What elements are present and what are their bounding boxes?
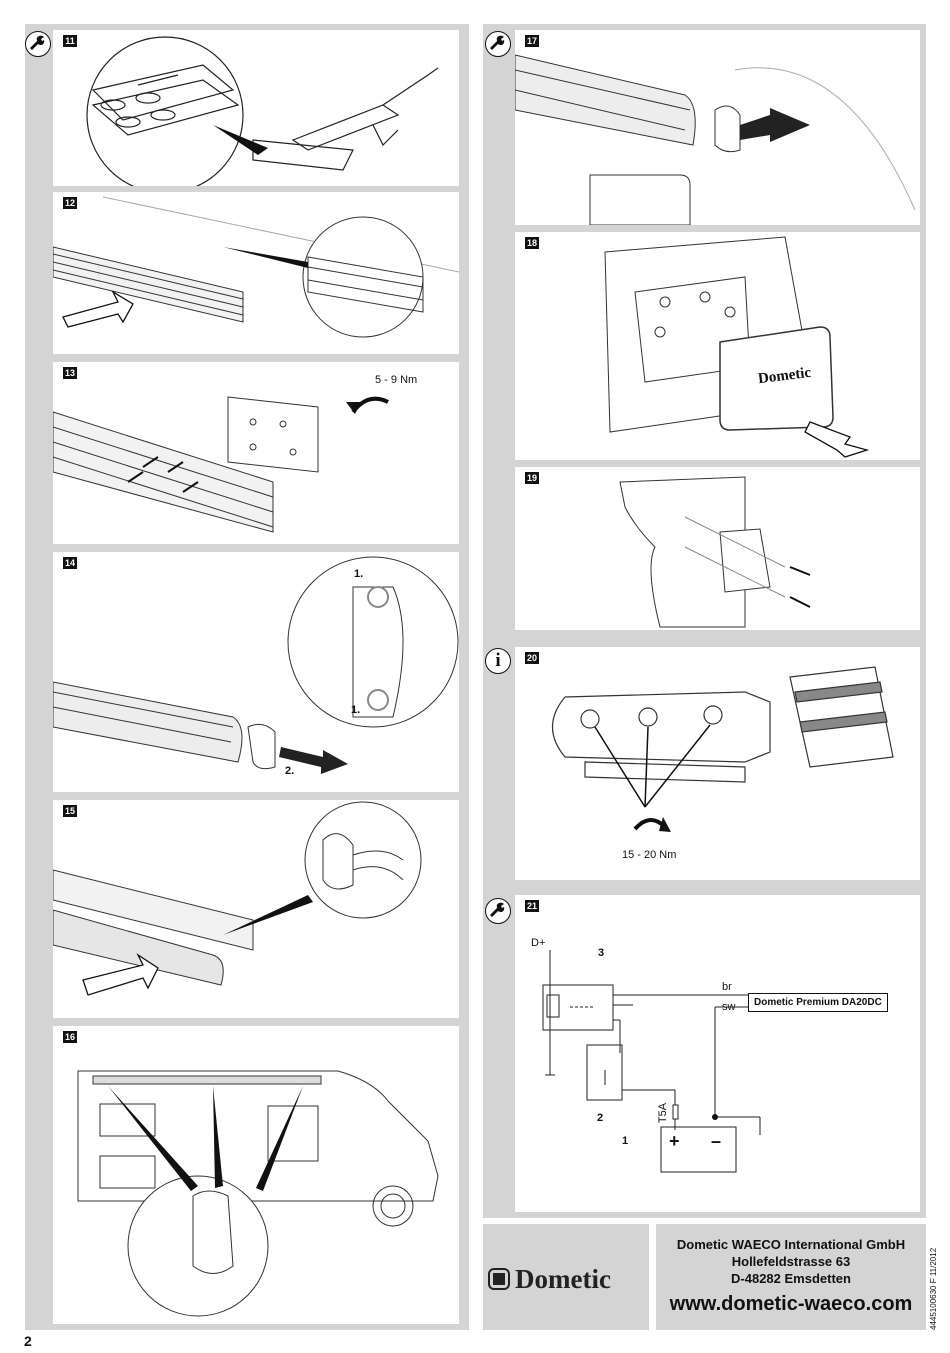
wrench-icon (485, 31, 511, 57)
end-cap-removal-illustration (53, 556, 459, 774)
end-cap-fitting-illustration (515, 54, 916, 225)
cable-routing-illustration (53, 801, 422, 996)
company-name: Dometic WAECO International GmbH (676, 1237, 906, 1252)
step-16-panel: 16 (53, 1026, 459, 1324)
step-18-panel: 18 Dometic (515, 232, 920, 460)
wire-sw-label: sw (722, 1001, 736, 1013)
battery-plus: + (669, 1131, 680, 1151)
switch-label: 2 (597, 1112, 604, 1124)
torque-label: 15 - 20 Nm (622, 849, 677, 861)
holder-screw-illustration (619, 476, 811, 628)
bracket-mounting-illustration (53, 396, 389, 533)
company-address: Dometic WAECO International GmbH Hollefe… (656, 1224, 926, 1330)
step-17-panel: 17 (515, 30, 920, 225)
step-20-panel: 20 15 - 20 Nm (515, 647, 920, 880)
battery-minus: – (711, 1131, 722, 1151)
step-number: 19 (525, 472, 539, 484)
torque-label: 5 - 9 Nm (375, 374, 418, 386)
step-mark-1-top: 1. (354, 568, 364, 580)
step-number: 21 (525, 900, 539, 912)
step-14-panel: 14 1. 1. 2. (53, 552, 459, 792)
wire-br-label: br (722, 981, 732, 993)
company-street: Hollefeldstrasse 63 (731, 1254, 851, 1269)
wrench-icon (485, 898, 511, 924)
sealant-gun-illustration (86, 36, 439, 186)
relay-label: 3 (598, 947, 605, 959)
company-website[interactable]: www.dometic-waeco.com (669, 1293, 913, 1315)
motorhome-illustration (77, 1070, 439, 1317)
page-number: 2 (24, 1333, 32, 1349)
dometic-logo: Dometic (483, 1224, 649, 1330)
step-11-panel: 11 (53, 30, 459, 186)
step-19-panel: 19 (515, 467, 920, 630)
control-unit-illustration (604, 236, 870, 458)
step-number: 12 (63, 197, 77, 209)
dometic-logo-word: Dometic (515, 1264, 611, 1294)
step-15-panel: 15 (53, 800, 459, 1018)
step-number: 18 (525, 237, 539, 249)
step-13-panel: 13 5 - 9 Nm (53, 362, 459, 544)
fuse-label: T5A (657, 1102, 670, 1124)
info-icon: i (485, 648, 511, 674)
dplus-label: D+ (531, 937, 546, 949)
pivot-joint-illustration (552, 666, 894, 832)
device-label: Dometic Premium DA20DC (748, 993, 888, 1012)
step-number: 14 (63, 557, 77, 569)
step-mark-2: 2. (285, 765, 295, 777)
step-number: 15 (63, 805, 77, 817)
battery-label: 1 (622, 1135, 629, 1147)
company-city: D-48282 Emsdetten (731, 1271, 851, 1286)
step-number: 20 (525, 652, 539, 664)
step-number: 11 (63, 35, 77, 47)
document-code: 4445100630 F 11/2012 (929, 1247, 938, 1330)
step-21-panel: 21 D+ 3 2 1 T5A br sw + – Dometic P (515, 895, 920, 1212)
dometic-logo-mark (488, 1268, 510, 1290)
mounting-rail-illustration (53, 196, 459, 338)
step-number: 13 (63, 367, 77, 379)
wiring-diagram (542, 950, 761, 1173)
step-number: 17 (525, 35, 539, 47)
wrench-icon (25, 31, 51, 57)
step-12-panel: 12 (53, 192, 459, 354)
step-number: 16 (63, 1031, 77, 1043)
step-mark-1-bottom: 1. (351, 704, 361, 716)
